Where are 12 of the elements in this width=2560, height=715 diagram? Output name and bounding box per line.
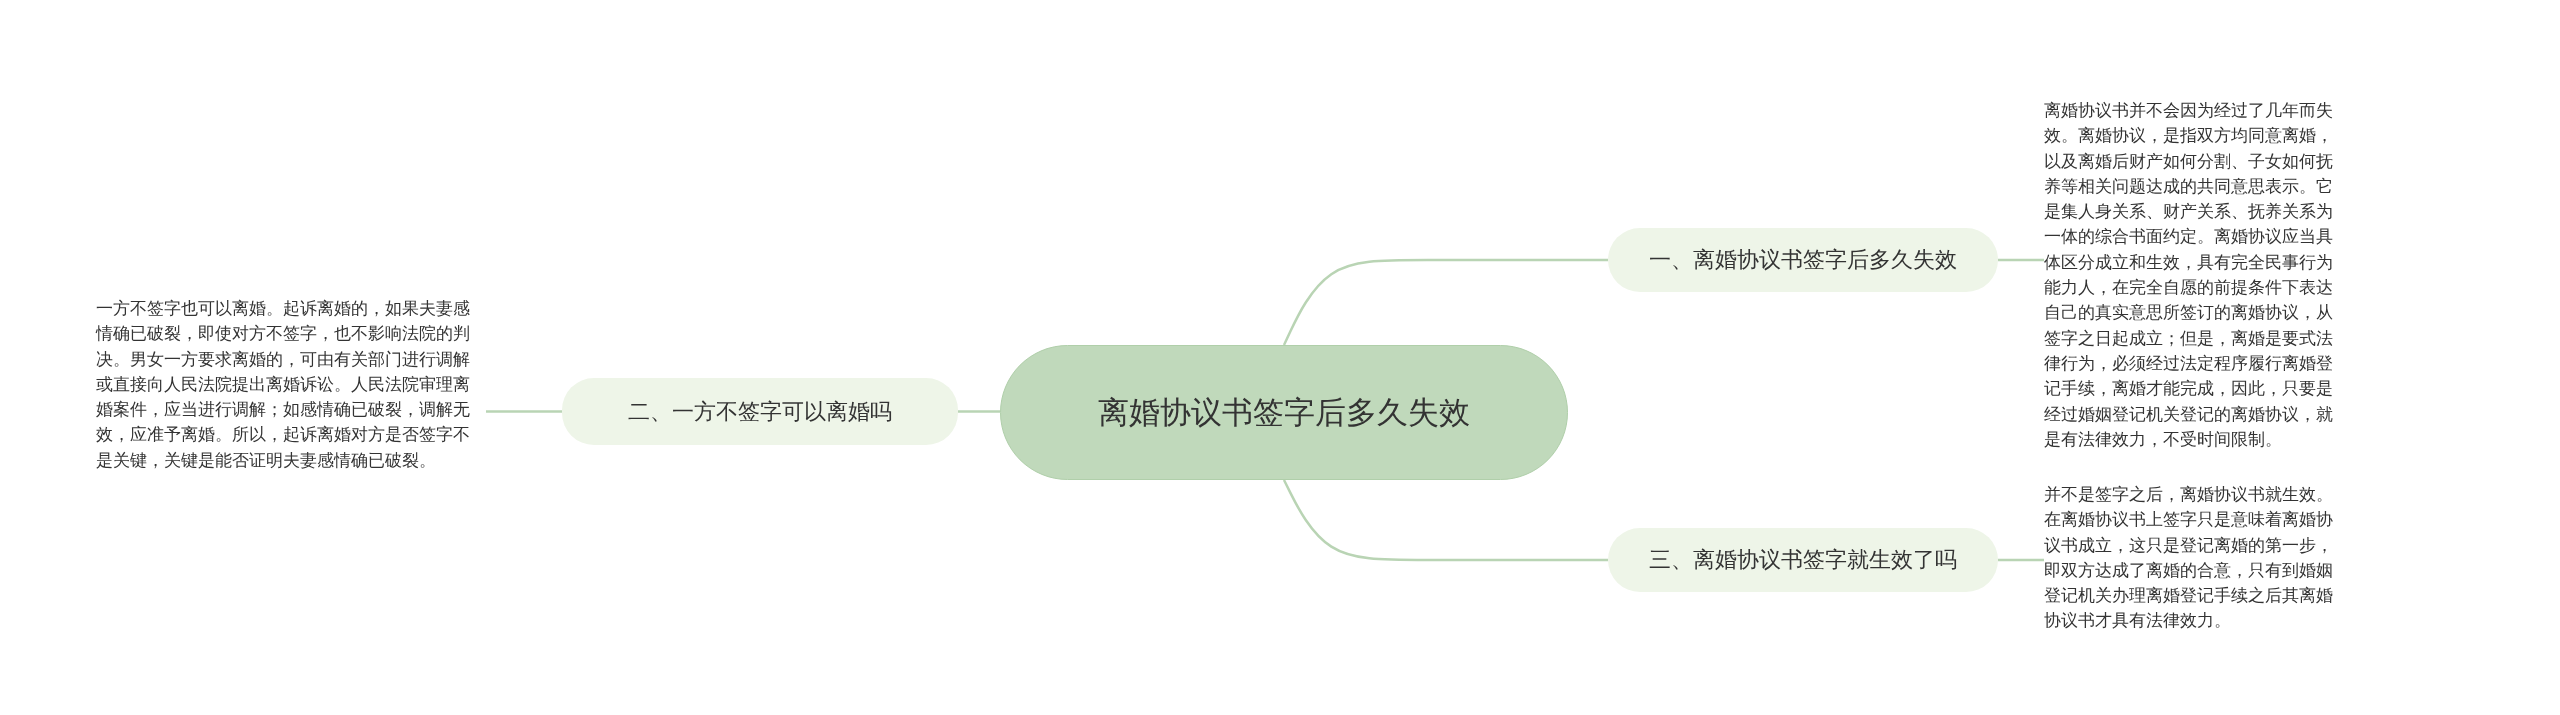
text-note: 离婚协议书并不会因为经过了几年而失效。离婚协议，是指双方均同意离婚，以及离婚后财产如何分割、子女如何抚养等相关问题达成的共同意思表示。它是集人身关系、财产关系、抚养关系为一体的综合书面约定。离婚协议应当具体区分成立和生效，具有完全民事行为能力人，在完全自愿的前提条件下表达自己的真实意思所签订的离婚协议，从签字之日起成立；但是，离婚是要式法律行为，必须经过法定程序履行离婚登记手续，离婚才能完成，因此，只要是经过婚姻登记机关登记的离婚协议，就是有法律效力，不受时间限制。	[2044, 99, 2334, 451]
topic-pill: 三、离婚协议书签字就生效了吗	[1608, 528, 1998, 592]
topic-pill: 一、离婚协议书签字后多久失效	[1608, 228, 1998, 292]
connector-line	[1998, 258, 2044, 262]
topic-pill: 二、一方不签字可以离婚吗	[562, 378, 958, 445]
central-topic: 离婚协议书签字后多久失效	[1000, 345, 1568, 480]
text-note: 一方不签字也可以离婚。起诉离婚的，如果夫妻感情确已破裂，即使对方不签字，也不影响法院的判决。男女一方要求离婚的，可由有关部门进行调解或直接向人民法院提出离婚诉讼。人民法院审理离婚案件，应当进行调解；如感情确已破裂，调解无效，应准予离婚。所以，起诉离婚对方是否签字不是关键，关键是能否证明夫妻感情确已破裂。	[96, 297, 471, 472]
connector-line	[486, 410, 562, 413]
text-note: 并不是签字之后，离婚协议书就生效。在离婚协议书上签字只是意味着离婚协议书成立，这只是登记离婚的第一步，即双方达成了离婚的合意，只有到婚姻登记机关办理离婚登记手续之后其离婚协议书才具有法律效力。	[2044, 483, 2334, 633]
connector-line	[958, 410, 1000, 413]
connector-line	[1998, 558, 2044, 562]
connector-line	[1282, 258, 1608, 346]
